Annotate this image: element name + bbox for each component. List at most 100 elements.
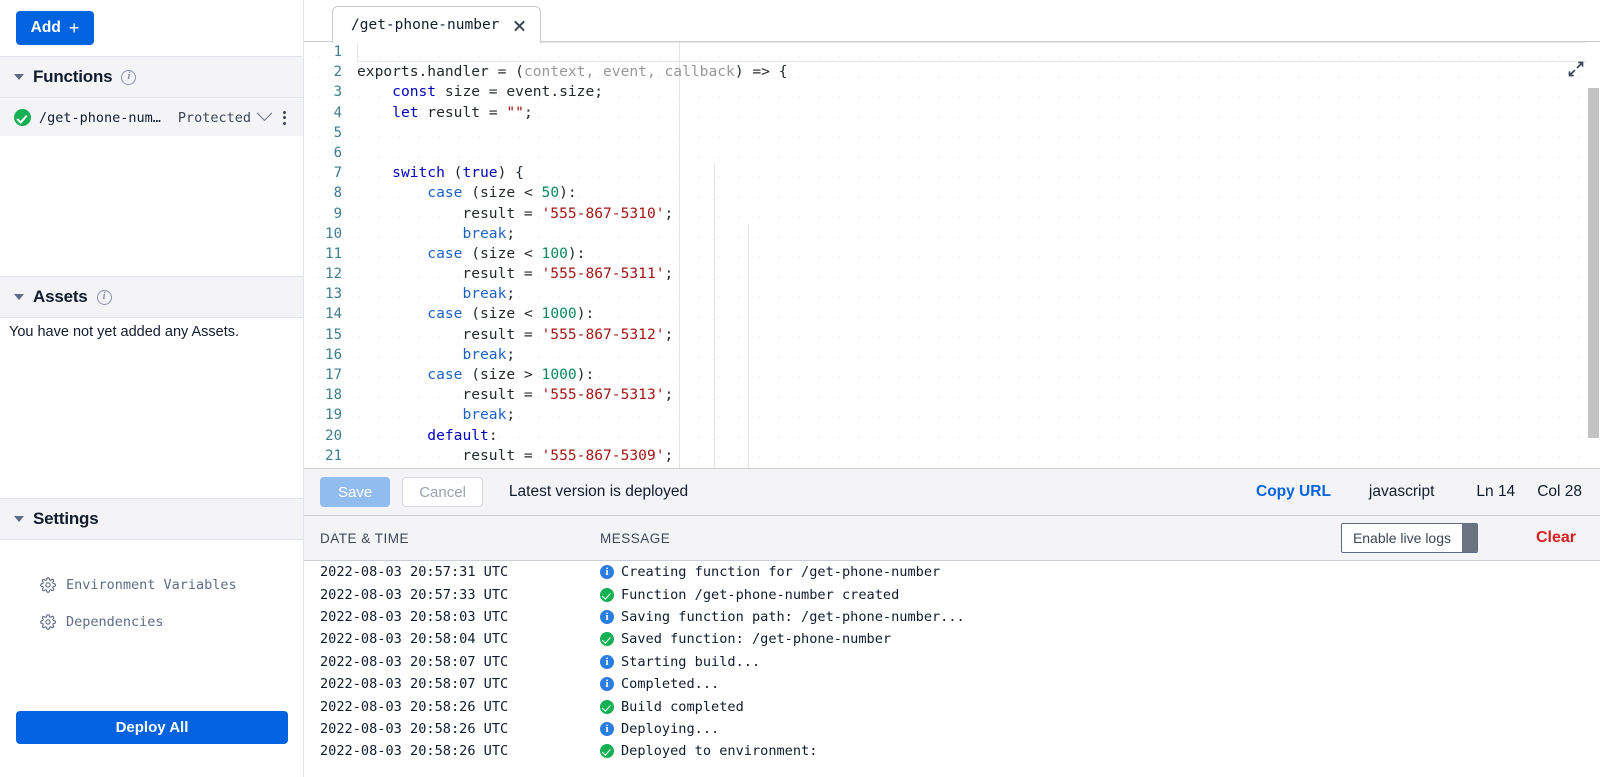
line-number: 20 [325, 427, 342, 444]
log-message: Deployed to environment: [600, 742, 1040, 760]
sidebar-item-environment-variables[interactable]: Environment Variables [0, 566, 303, 603]
logs-list[interactable]: 2022-08-03 20:57:31 UTCCreating function… [304, 561, 1600, 777]
code-line: 21 result = '555-867-5309'; [304, 446, 1600, 466]
code-line: 20 default: [304, 426, 1600, 446]
log-timestamp: 2022-08-03 20:58:26 UTC [320, 698, 509, 715]
settings-section-title: Settings [33, 509, 99, 528]
code-line: 17 case (size > 1000): [304, 365, 1600, 385]
code-line: 3 const size = event.size; [304, 82, 1600, 102]
line-number: 12 [325, 266, 342, 283]
assets-empty-message: You have not yet added any Assets. [9, 324, 240, 340]
code-line: 9 result = '555-867-5310'; [304, 204, 1600, 224]
functions-section-header[interactable]: Functions i [0, 56, 303, 98]
code-text: default: [427, 426, 498, 444]
log-row: 2022-08-03 20:58:07 UTC Completed... [304, 673, 1600, 695]
line-number: 14 [325, 306, 342, 323]
settings-list: Environment Variables Dependencies [0, 566, 303, 640]
settings-section-header[interactable]: Settings [0, 498, 303, 540]
code-line: 8 case (size < 50): [304, 183, 1600, 203]
log-timestamp: 2022-08-03 20:58:07 UTC [320, 676, 509, 693]
indent-guide [679, 42, 680, 468]
log-timestamp: 2022-08-03 20:58:07 UTC [320, 653, 509, 670]
line-number: 18 [325, 387, 342, 404]
code-text: let result = ""; [392, 103, 533, 121]
code-line: 14 case (size < 1000): [304, 304, 1600, 324]
redacted-value [824, 742, 1040, 760]
code-text: result = '555-867-5310'; [357, 204, 674, 222]
code-text: switch (true) { [392, 164, 524, 182]
column-header-date: DATE & TIME [320, 530, 410, 546]
log-message: Completed... [600, 676, 719, 692]
editor-scrollbar-thumb[interactable] [1588, 88, 1599, 438]
log-message: Function /get-phone-number created [600, 587, 899, 603]
log-timestamp: 2022-08-03 20:58:03 UTC [320, 608, 509, 625]
sidebar-item-label: Environment Variables [66, 576, 237, 593]
indent-guide [748, 224, 749, 468]
code-line: 15 result = '555-867-5312'; [304, 325, 1600, 345]
info-icon[interactable]: i [96, 289, 112, 305]
code-text: break; [462, 406, 516, 424]
sidebar-item-label: Dependencies [66, 613, 164, 630]
assets-section-header[interactable]: Assets i [0, 276, 303, 318]
more-options-icon[interactable] [278, 109, 291, 127]
chevron-down-icon[interactable] [256, 105, 273, 122]
column-header-message: MESSAGE [600, 530, 671, 546]
function-visibility: Protected [177, 109, 251, 126]
log-message-text: Saving function path: /get-phone-number.… [621, 608, 965, 625]
info-icon [600, 609, 614, 624]
code-text: result = '555-867-5312'; [357, 325, 674, 343]
line-number: 9 [333, 205, 342, 222]
log-message: Build completed [600, 699, 744, 715]
line-number: 19 [325, 407, 342, 424]
caret-down-icon [14, 516, 24, 522]
line-number: 6 [333, 144, 342, 161]
success-icon [600, 632, 614, 647]
log-message: Starting build... [600, 654, 760, 670]
log-row: 2022-08-03 20:58:26 UTCDeploying... [304, 718, 1600, 740]
code-line: 18 result = '555-867-5313'; [304, 385, 1600, 405]
tab-bar: /get-phone-number [304, 0, 1600, 43]
info-icon [600, 677, 614, 692]
deploy-all-button[interactable]: Deploy All [16, 711, 288, 744]
logs-panel: DATE & TIME MESSAGE Enable live logs Cle… [304, 516, 1600, 777]
code-line: 11 case (size < 100): [304, 244, 1600, 264]
add-button[interactable]: Add + [16, 11, 94, 45]
info-icon [600, 565, 614, 580]
code-text: result = '555-867-5309'; [357, 446, 674, 464]
line-number: 5 [333, 124, 342, 141]
save-button[interactable]: Save [320, 477, 391, 507]
log-message: Creating function for /get-phone-number [600, 564, 940, 580]
tab-get-phone-number[interactable]: /get-phone-number [332, 6, 542, 43]
close-icon[interactable] [513, 19, 526, 32]
info-icon [600, 654, 614, 669]
code-text: case (size < 100): [427, 244, 586, 262]
log-message: Deploying... [600, 721, 719, 737]
list-item[interactable]: /get-phone-num… Protected [0, 99, 303, 136]
line-number: 1 [333, 44, 342, 60]
caret-down-icon [14, 74, 24, 80]
log-row: 2022-08-03 20:58:26 UTC Deployed to envir… [304, 740, 1600, 762]
cancel-button[interactable]: Cancel [402, 477, 483, 507]
code-line: 1 [304, 42, 1600, 62]
line-number: 21 [325, 447, 342, 464]
column-indicator: Col 28 [1537, 483, 1582, 500]
code-text: case (size < 50): [427, 184, 577, 202]
info-icon [600, 721, 614, 736]
expand-fullscreen-icon[interactable] [1566, 59, 1586, 84]
copy-url-button[interactable]: Copy URL [1256, 483, 1331, 500]
info-icon[interactable]: i [121, 69, 137, 85]
enable-live-logs-toggle[interactable]: Enable live logs [1340, 523, 1478, 553]
editor-scrollbar-track[interactable] [1587, 42, 1600, 468]
sidebar-item-dependencies[interactable]: Dependencies [0, 603, 303, 640]
clear-logs-button[interactable]: Clear [1535, 529, 1576, 546]
toggle-knob[interactable] [1462, 524, 1477, 552]
line-number: 16 [325, 346, 342, 363]
log-timestamp: 2022-08-03 20:58:26 UTC [320, 743, 509, 760]
language-label[interactable]: javascript [1368, 483, 1435, 500]
indent-guide [714, 163, 715, 468]
line-number: 3 [333, 84, 342, 101]
caret-down-icon [14, 294, 24, 300]
